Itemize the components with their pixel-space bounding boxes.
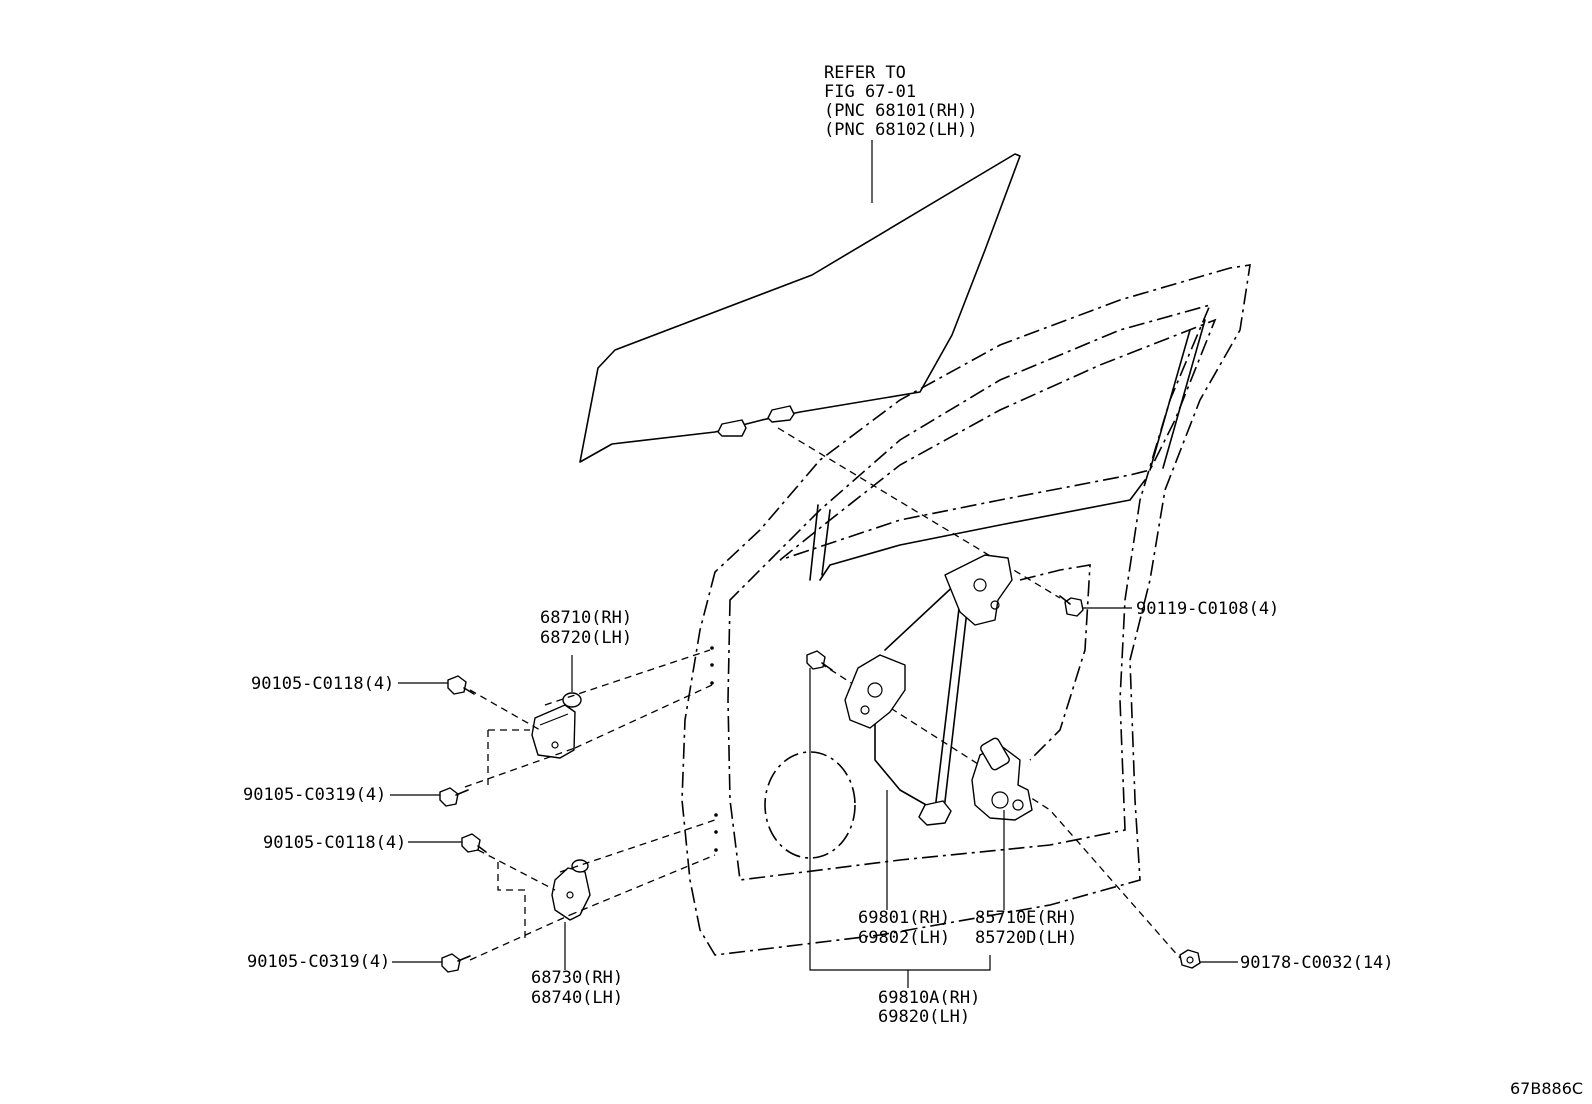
- label-lower-hinge-lh: 68740(LH): [531, 988, 623, 1008]
- glass-ref-line-4: (PNC 68102(LH)): [824, 120, 978, 140]
- bolt-lower-hinge-bottom: [441, 953, 471, 973]
- label-upper-hinge-lh: 68720(LH): [540, 628, 632, 648]
- label-upper-hinge-rh: 68710(RH): [540, 608, 632, 628]
- guide-upper-hinge-box: [487, 729, 530, 785]
- figure-code: 67B886C: [1510, 1079, 1583, 1098]
- glass-ref-line-2: FIG 67-01: [824, 82, 916, 102]
- label-bolt-lower-top: 90105-C0118(4): [263, 833, 406, 853]
- guide-lower-hinge-top: [477, 819, 716, 891]
- speaker-hole: [764, 751, 856, 859]
- glass-reference-label: REFER TO FIG 67-01 (PNC 68101(RH)) (PNC …: [824, 63, 978, 140]
- glass-ref-line-1: REFER TO: [824, 63, 906, 83]
- window-regulator: [844, 554, 1013, 826]
- bolt-lower-hinge-top: [461, 833, 487, 853]
- label-regulator-lh: 69802(LH): [858, 928, 950, 948]
- label-bolt-upper-bottom: 90105-C0319(4): [243, 785, 386, 805]
- door-glass: [579, 153, 1021, 463]
- label-lower-hinge-rh: 68730(RH): [531, 968, 623, 988]
- nut: [1179, 949, 1201, 969]
- bolt-upper-hinge-bottom: [439, 787, 469, 807]
- label-regulator-bolt: 90119-C0108(4): [1136, 599, 1279, 619]
- label-regulator-assy-rh: 69810A(RH): [878, 988, 980, 1008]
- guide-upper-hinge-bottom: [464, 684, 713, 788]
- guide-lower-hinge-box: [497, 862, 526, 938]
- regulator-motor: [971, 737, 1033, 821]
- label-bolt-upper-top: 90105-C0118(4): [251, 674, 394, 694]
- door-panel: [681, 264, 1251, 956]
- label-motor-lh: 85720D(LH): [975, 928, 1077, 948]
- label-regulator-rh: 69801(RH): [858, 908, 950, 928]
- guide-bolt-nut: [819, 662, 1181, 959]
- glass-ref-line-3: (PNC 68101(RH)): [824, 101, 978, 121]
- label-nut: 90178-C0032(14): [1240, 953, 1394, 973]
- upper-hinge: [531, 692, 582, 759]
- bracket-regulator-assy: [809, 668, 991, 971]
- label-motor-rh: 85710E(RH): [975, 908, 1077, 928]
- guide-glass-regulator: [777, 427, 1061, 599]
- bolt-upper-hinge-top: [447, 675, 475, 695]
- regulator-bolt: [1059, 595, 1084, 617]
- label-regulator-assy-lh: 69820(LH): [878, 1007, 970, 1027]
- guide-lower-hinge-bottom: [469, 854, 716, 961]
- lower-hinge: [551, 859, 591, 921]
- regulator-mount-bolt: [806, 650, 833, 671]
- guide-upper-hinge-top: [469, 649, 711, 731]
- label-bolt-lower-bottom: 90105-C0319(4): [247, 952, 390, 972]
